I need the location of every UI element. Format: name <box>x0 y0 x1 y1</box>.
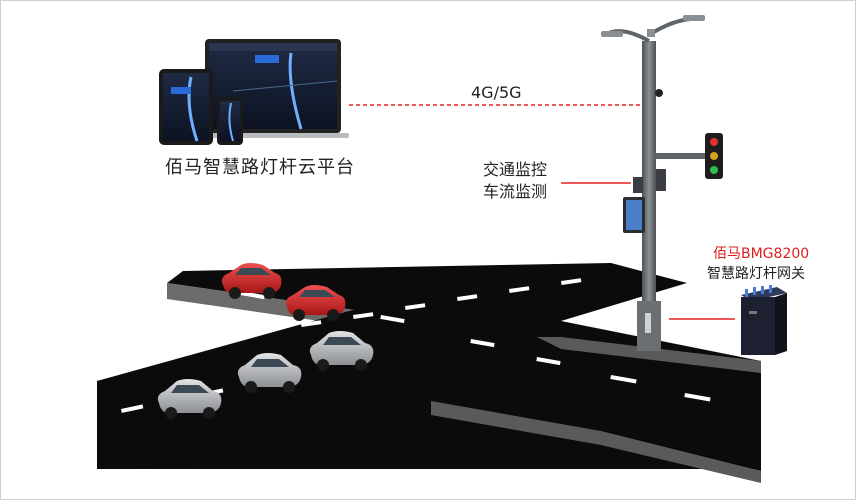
gateway-name-label: 智慧路灯杆网关 <box>707 266 805 282</box>
lane-markings <box>121 278 711 413</box>
monitoring-line1: 交通监控 <box>483 160 548 179</box>
silver-car-2 <box>237 353 302 393</box>
silver-car-3 <box>157 379 222 419</box>
monitoring-label: 交通监控 车流监测 <box>483 159 547 203</box>
smart-pole <box>601 15 723 351</box>
phone-device <box>217 97 243 145</box>
road-intersection <box>97 263 761 483</box>
red-car-1 <box>221 263 282 299</box>
network-label: 4G/5G <box>471 83 522 102</box>
red-car-2 <box>285 285 346 321</box>
silver-car-1 <box>309 331 374 371</box>
gateway-device <box>741 285 787 355</box>
tablet-device <box>159 69 213 145</box>
monitoring-line2: 车流监测 <box>483 182 548 201</box>
platform-label: 佰马智慧路灯杆云平台 <box>165 157 355 178</box>
gateway-model-label: 佰马BMG8200 <box>713 246 810 262</box>
